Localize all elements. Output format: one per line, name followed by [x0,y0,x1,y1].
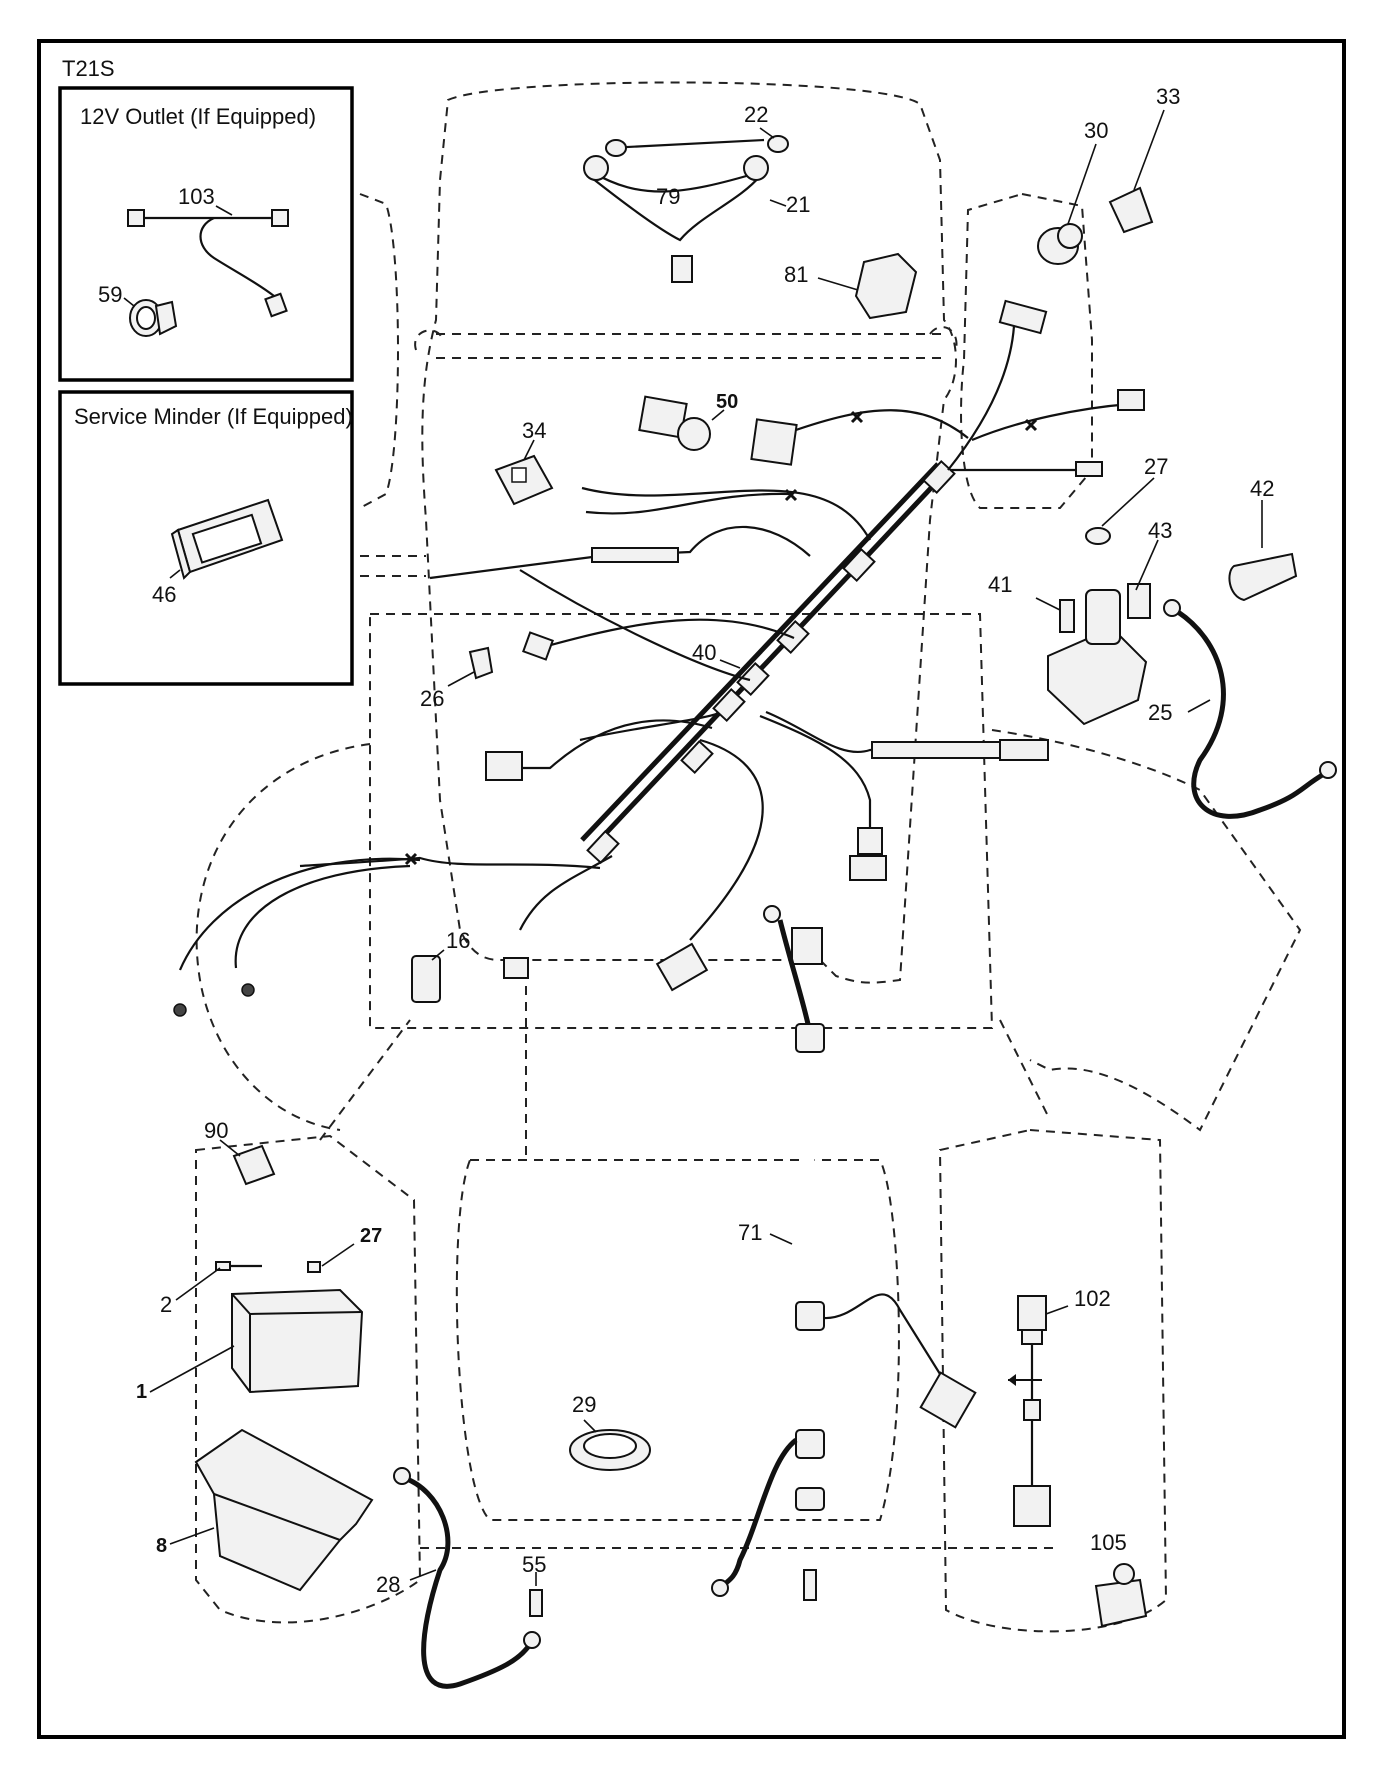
battery-group: 90 2 27 1 8 28 55 [136,1118,546,1689]
harness-102: 102 [1008,1286,1111,1527]
switch-34: 34 [494,418,554,506]
label-90: 90 [204,1118,228,1143]
boot-42: 42 [1228,476,1298,602]
label-21: 21 [786,192,810,217]
label-81: 81 [784,262,808,287]
fuse-26: 26 [420,646,494,711]
label-27-top: 27 [1144,454,1168,479]
label-41: 41 [988,572,1012,597]
label-28: 28 [376,1572,400,1597]
grommet-29: 29 [569,1392,651,1471]
splice-marks [404,410,1038,866]
label-55: 55 [522,1552,546,1577]
outer-frame [37,39,1346,1739]
label-59: 59 [98,282,122,307]
label-105: 105 [1090,1530,1127,1555]
inset-12v-outlet-title: 12V Outlet (If Equipped) [80,104,316,129]
solenoid-43: 27 43 41 [988,454,1172,726]
diagram-code: T21S [62,56,115,81]
inset-service-minder-title: Service Minder (If Equipped) [74,404,353,429]
key-33: 33 [1108,84,1180,234]
connector-16: 16 [411,928,470,1003]
label-25: 25 [1148,700,1172,725]
relay-81: 81 [784,252,918,320]
label-50: 50 [716,391,738,413]
label-2: 2 [160,1292,172,1317]
label-43: 43 [1148,518,1172,543]
cable-25: 25 [1148,599,1337,819]
label-22: 22 [744,102,768,127]
label-46: 46 [152,582,176,607]
label-79: 79 [656,184,680,209]
switch-50: 50 [638,391,738,451]
inset-service-minder: Service Minder (If Equipped) 46 [58,390,354,686]
label-30: 30 [1084,118,1108,143]
main-harness-40: 40 [173,299,1145,1017]
label-27-battery: 27 [360,1225,382,1247]
label-8: 8 [156,1535,167,1557]
label-103: 103 [178,184,215,209]
label-1: 1 [136,1381,147,1403]
label-71: 71 [738,1220,762,1245]
inset-12v-outlet: 12V Outlet (If Equipped) 103 59 [58,86,354,382]
label-33: 33 [1156,84,1180,109]
label-34: 34 [522,418,546,443]
harness-71: 71 [711,905,977,1601]
ignition-switch-30: 30 [1037,118,1108,265]
tractor-outline [195,81,1302,1633]
label-102: 102 [1074,1286,1111,1311]
label-16: 16 [446,928,470,953]
label-29: 29 [572,1392,596,1417]
label-42: 42 [1250,476,1274,501]
switch-105: 105 [1090,1530,1148,1628]
label-26: 26 [420,686,444,711]
headlight-harness: 22 79 21 [583,102,810,283]
